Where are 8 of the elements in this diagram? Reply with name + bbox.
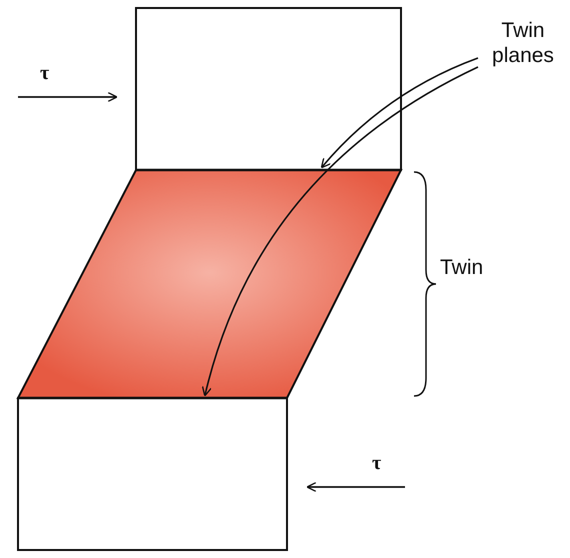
twin-plane-line xyxy=(136,168,401,172)
twin-plane-line xyxy=(18,396,287,400)
callout-text: Twin planes xyxy=(478,18,568,68)
tau-label: τ xyxy=(40,62,50,85)
leader-line xyxy=(202,66,478,397)
twin-label: Twin xyxy=(440,256,484,280)
leader-line xyxy=(320,57,478,168)
tau-label: τ xyxy=(372,452,382,475)
